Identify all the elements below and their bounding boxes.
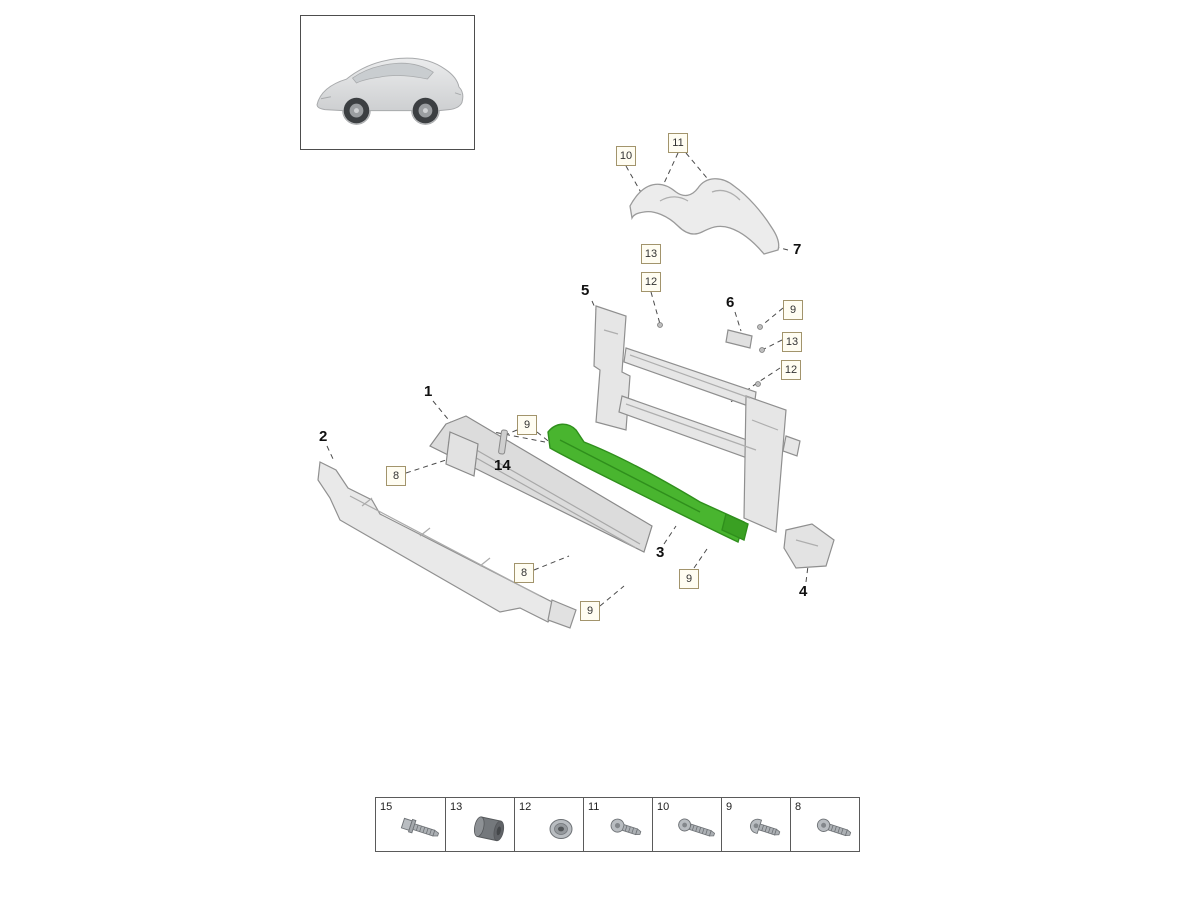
callout-14[interactable]: 14 xyxy=(494,457,511,474)
legend-number: 10 xyxy=(657,801,670,813)
callout-box-9[interactable]: 9 xyxy=(517,415,537,435)
legend-number: 9 xyxy=(726,801,733,813)
legend-cell-15[interactable]: 15 xyxy=(376,798,445,851)
callout-label: 9 xyxy=(685,573,693,585)
legend-number: 13 xyxy=(450,801,463,813)
legend-number: 11 xyxy=(588,801,600,813)
callout-box-10[interactable]: 10 xyxy=(616,146,636,166)
legend-number: 15 xyxy=(380,801,393,813)
callout-box-8[interactable]: 8 xyxy=(514,563,534,583)
legend-number: 8 xyxy=(795,801,802,813)
legend-cell-12[interactable]: 12 xyxy=(514,798,583,851)
legend-cell-11[interactable]: 11 xyxy=(583,798,652,851)
callout-box-9[interactable]: 9 xyxy=(580,601,600,621)
callout-3[interactable]: 3 xyxy=(656,544,664,561)
hex-head-screw-icon xyxy=(400,817,440,837)
torx-screw-icon xyxy=(678,818,716,837)
part-number: 3 xyxy=(656,544,665,561)
callout-label: 11 xyxy=(672,137,684,149)
callout-5[interactable]: 5 xyxy=(581,282,589,299)
callout-1[interactable]: 1 xyxy=(424,383,432,400)
callout-7[interactable]: 7 xyxy=(793,241,801,258)
rubber-bushing-icon xyxy=(473,816,505,842)
part-number: 4 xyxy=(799,583,808,600)
round-head-screw-icon xyxy=(749,818,781,836)
part-14-pin[interactable] xyxy=(498,429,508,455)
part-number: 6 xyxy=(726,294,735,311)
legend-cell-10[interactable]: 10 xyxy=(652,798,721,851)
torx-screw-icon xyxy=(610,818,642,836)
fastener-legend: 15 13 xyxy=(375,797,860,852)
callout-label: 8 xyxy=(392,470,400,482)
part-4-side-bracket[interactable] xyxy=(783,523,835,569)
callout-label: 10 xyxy=(619,150,633,162)
part-number: 7 xyxy=(793,241,802,258)
callout-box-11[interactable]: 11 xyxy=(668,133,688,153)
part-number: 1 xyxy=(424,383,433,400)
legend-cell-13[interactable]: 13 xyxy=(445,798,514,851)
part-5-lock-carrier-frame[interactable] xyxy=(593,305,801,533)
callout-6[interactable]: 6 xyxy=(726,294,734,311)
callout-box-13[interactable]: 13 xyxy=(641,244,661,264)
part-number: 14 xyxy=(494,457,511,474)
part-number: 5 xyxy=(581,282,590,299)
callout-label: 9 xyxy=(586,605,594,617)
callout-box-13[interactable]: 13 xyxy=(782,332,802,352)
callout-label: 13 xyxy=(785,336,799,348)
callout-2[interactable]: 2 xyxy=(319,428,327,445)
car-side-view-icon xyxy=(316,57,464,125)
callout-label: 9 xyxy=(523,419,531,431)
callout-label: 8 xyxy=(520,567,528,579)
part-7-upper-bracket[interactable] xyxy=(629,178,780,255)
part-6-bracket[interactable] xyxy=(725,329,753,349)
part-number: 2 xyxy=(319,428,328,445)
callout-box-12[interactable]: 12 xyxy=(641,272,661,292)
callout-label: 13 xyxy=(644,248,658,260)
flange-nut-icon xyxy=(549,819,573,839)
callout-4[interactable]: 4 xyxy=(799,583,807,600)
legend-number: 12 xyxy=(519,801,532,813)
callout-label: 12 xyxy=(644,276,658,288)
vehicle-thumbnail xyxy=(300,15,475,150)
callout-box-8[interactable]: 8 xyxy=(386,466,406,486)
callout-label: 9 xyxy=(789,304,797,316)
torx-screw-icon xyxy=(816,818,852,837)
callout-label: 12 xyxy=(784,364,798,376)
part-1-bumper-beam[interactable] xyxy=(429,415,653,553)
callout-box-9[interactable]: 9 xyxy=(679,569,699,589)
part-3-crossmember-highlighted[interactable] xyxy=(547,423,749,543)
callout-box-12[interactable]: 12 xyxy=(781,360,801,380)
legend-cell-9[interactable]: 9 xyxy=(721,798,790,851)
part-2-lower-carrier[interactable] xyxy=(317,461,577,629)
callout-box-9[interactable]: 9 xyxy=(783,300,803,320)
legend-cell-8[interactable]: 8 xyxy=(790,798,859,851)
